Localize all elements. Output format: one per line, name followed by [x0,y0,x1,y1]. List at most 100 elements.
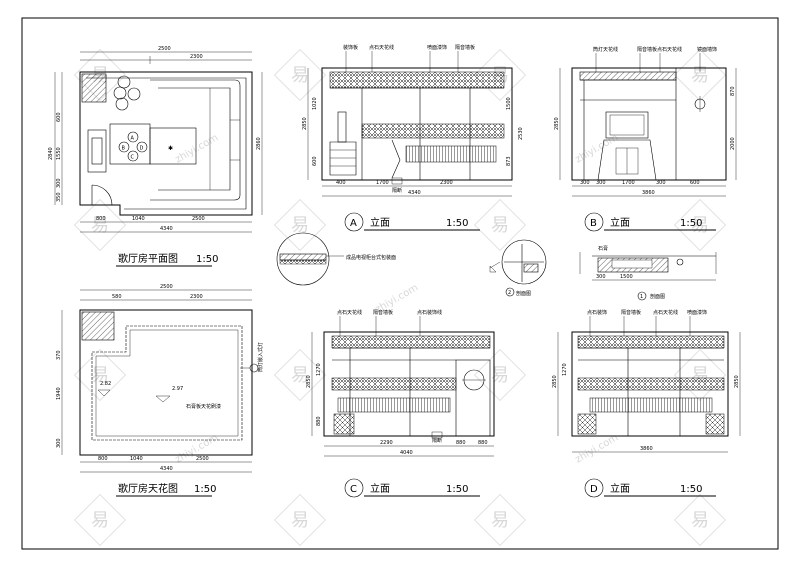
plan-marker-label: B [122,146,126,152]
plan-marker-circle [127,150,139,162]
callout-label: 筒灯天花线 [593,46,618,53]
callout-label: 点石天花线 [369,44,394,51]
plan-dim-bottom-total: 4340 [160,226,173,232]
elev-d-marker: D [590,484,598,495]
detail-section: 石膏 1500 300 1 剖面图 [579,245,717,301]
elevation-b: 筒灯天花线隔音墙板点石天花线镜面墙饰 300 300 1700 300 600 … [554,46,737,232]
callout-label: 点石天花线 [337,309,362,316]
ceiling-dim-bottom-2: 1040 [130,456,143,462]
plan-dim-bottom-1: 800 [96,216,106,222]
elevation-c: 点石天花线隔音墙板点石装饰线 2290 880 880 4040 2850 12… [306,309,495,498]
plan-dim-right: 2860 [256,137,262,150]
elev-d-dim-left-2: 1270 [562,363,568,376]
watermark-glyph: 易 [291,65,309,86]
watermark-glyph: 易 [491,365,509,386]
detail-1-note: 成品电视柜台式包装面 [346,254,396,261]
callout-label: 镜面墙饰 [697,46,717,53]
callout-label: 点石天花线 [653,309,678,316]
watermark-frame [273,48,327,102]
plan-title: 歌厅房平面图 [118,252,178,265]
elev-a-tag: 隔断 [392,187,402,194]
elev-b-dim-1: 300 [580,180,590,186]
elev-a-dim-right-1: 1500 [506,97,512,110]
watermark-frame [273,348,327,402]
watermark-frame [473,198,527,252]
watermark-frame [273,198,327,252]
plan-marker-label: D [140,146,144,152]
ceiling-dim-bottom-total: 4340 [160,466,173,472]
elev-c-dim-left-1: 2850 [306,375,312,388]
detail-dim-2: 300 [596,274,606,280]
elev-c-dim-left-3: 880 [316,416,322,426]
plan-dim-bottom-3: 2500 [192,216,205,222]
ceiling-dim-bottom-1: 800 [98,456,108,462]
watermark-frame [473,348,527,402]
ceiling-title: 歌厅房天花图 [118,482,178,495]
ceiling-dim-top-2: 580 [112,294,122,300]
watermark-glyph: 易 [91,365,109,386]
watermark-frame [273,493,327,547]
watermark-glyph: 易 [291,510,309,531]
detail-circle-1: 成品电视柜台式包装面 [276,232,396,286]
detail-wall-label: 石膏 [598,245,608,252]
plan-scale: 1:50 [196,254,218,265]
callout-label: 点石天花线 [657,46,682,53]
plan-dim-left-1: 600 [56,112,62,122]
elev-c-marker: C [350,484,357,495]
watermark-glyph: 易 [291,365,309,386]
elev-c-dim-left-2: 1270 [316,363,322,376]
elev-b-dim-right-2: 2000 [730,137,736,150]
plan-dim-bottom-2: 1040 [132,216,145,222]
callout-label: 隔音墙板 [455,44,475,51]
ceiling-note-right: 筒灯嵌入式灯 [257,342,264,372]
watermark-frame [673,493,727,547]
watermark-glyph: 易 [691,215,709,236]
watermark-frame [673,198,727,252]
elev-c-dim-3: 880 [478,440,488,446]
plan-dim-left-4: 350 [56,192,62,202]
svg-text:1: 1 [640,294,643,300]
watermark-frame [473,493,527,547]
elev-a-scale: 1:50 [446,218,468,229]
elev-b-title: 立面 [610,216,630,229]
elev-c-title: 立面 [370,482,390,495]
watermark-glyph: 易 [691,65,709,86]
elev-a-dim-bottom-2: 1700 [376,180,389,186]
watermark-glyph: 易 [91,215,109,236]
callout-label: 点石装饰线 [417,309,442,316]
elevation-a: 装饰板点石天花线喷面漆饰隔音墙板 400 1700 2300 4340 2850… [302,44,524,232]
elev-d-scale: 1:50 [680,484,702,495]
watermark-frame [73,493,127,547]
ceiling-dim-top-3: 2300 [190,294,203,300]
elev-d-dim-total: 3860 [640,446,653,452]
detail-caption: 剖面图 [650,293,665,300]
detail-2-caption-a: 剖面图 [516,290,531,297]
plan-dim-top-2: 2300 [190,54,203,60]
ceiling-level-1: 2.82 [100,381,111,387]
elev-a-dim-right-3: 2530 [518,127,524,140]
watermark-glyph: 易 [91,510,109,531]
elev-c-scale: 1:50 [446,484,468,495]
elev-b-scale: 1:50 [680,218,702,229]
elev-c-dim-2: 880 [456,440,466,446]
elev-d-dim-left-1: 2850 [552,375,558,388]
callout-label: 装饰板 [343,44,358,51]
plan-dim-top-1: 2500 [158,46,171,52]
elev-c-dim-total: 4040 [400,450,413,456]
elev-a-dim-bottom-total: 4340 [408,190,421,196]
watermark-text: zhiyi.com [173,132,220,165]
plan-dim-left-3: 300 [56,178,62,188]
elev-b-dim-left: 2850 [554,117,560,130]
elev-d-title: 立面 [610,482,630,495]
elevation-d: 点石装饰隔音墙板点石天花线喷面漆饰 3860 2850 1270 2850 D … [552,309,741,498]
sheet-border [21,17,779,550]
ceiling-dim-left-2: 1940 [56,387,62,400]
svg-text:✱: ✱ [168,145,173,152]
ceiling-dim-left-1: 370 [56,350,62,360]
elev-b-dim-total: 3860 [642,190,655,196]
plan-marker-label: A [131,136,135,142]
elev-b-dim-4: 300 [656,180,666,186]
watermark-frame [73,198,127,252]
